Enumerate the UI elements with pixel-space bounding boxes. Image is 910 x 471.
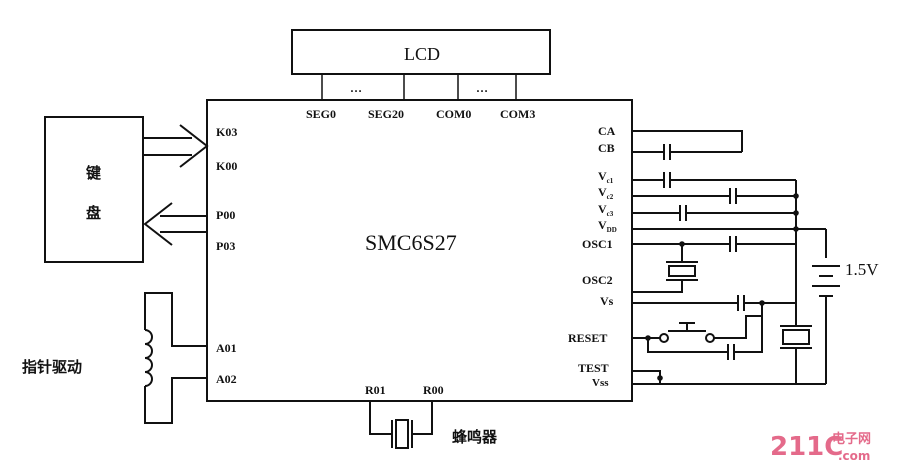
pin-vs: Vs <box>600 294 614 308</box>
ca-cb-capacitor <box>632 130 743 160</box>
pin-osc2: OSC2 <box>582 273 613 287</box>
pin-p00: P00 <box>216 208 235 222</box>
keyboard-block <box>44 116 144 263</box>
pin-p03: P03 <box>216 239 235 253</box>
lcd-dots-left: … <box>350 81 362 95</box>
pin-vc2: Vc2 <box>598 185 614 201</box>
lcd-dots-right: … <box>476 81 488 95</box>
site-watermark: 211C 电子网 .com <box>770 431 871 463</box>
pin-osc1: OSC1 <box>582 237 613 251</box>
watermark-cn: 电子网 <box>832 431 871 447</box>
pin-r01: R01 <box>365 383 386 397</box>
lcd-module: LCD … … <box>291 29 551 101</box>
pin-seg20: SEG20 <box>368 107 404 121</box>
pointer-drive-label: 指针驱动 <box>22 358 82 376</box>
voltage-capacitor-network <box>632 172 826 232</box>
watermark-domain: .com <box>838 449 870 463</box>
keyboard-label-top: 键 <box>85 164 101 182</box>
reset-network <box>632 244 812 384</box>
pin-vdd: VDD <box>598 218 617 234</box>
arrow-chip-to-keyboard <box>143 202 207 246</box>
pin-reset: RESET <box>568 331 607 345</box>
arrow-keyboard-to-chip <box>143 124 209 168</box>
pointer-drive-coil <box>144 292 207 424</box>
keyboard-label-bottom: 盘 <box>86 204 101 222</box>
buzzer-symbol <box>369 401 433 449</box>
pin-seg0: SEG0 <box>306 107 336 121</box>
pin-k03: K03 <box>216 125 237 139</box>
chip-body <box>206 99 633 402</box>
pin-ca: CA <box>598 124 616 138</box>
pin-com0: COM0 <box>436 107 471 121</box>
pin-a01: A01 <box>216 341 237 355</box>
pin-vc3: Vc3 <box>598 202 614 218</box>
pin-r00: R00 <box>423 383 444 397</box>
lcd-seg-connector <box>321 73 405 101</box>
lcd-com-connector <box>457 73 517 101</box>
pin-test: TEST <box>578 361 609 375</box>
battery-label: 1.5V <box>845 260 879 279</box>
buzzer-label: 蜂鸣器 <box>452 428 498 446</box>
pin-vss: Vss <box>592 377 609 389</box>
chip-label: SMC6S27 <box>365 230 457 255</box>
pin-com3: COM3 <box>500 107 535 121</box>
pin-a02: A02 <box>216 372 237 386</box>
lcd-body <box>291 29 551 75</box>
battery-symbol <box>812 229 840 384</box>
watermark-brand: 211C <box>770 432 843 462</box>
oscillator-network <box>632 229 797 293</box>
lcd-label: LCD <box>404 44 440 64</box>
ground-rail <box>632 370 826 385</box>
pin-cb: CB <box>598 141 615 155</box>
pin-k00: K00 <box>216 159 237 173</box>
pin-vc1: Vc1 <box>598 169 614 185</box>
